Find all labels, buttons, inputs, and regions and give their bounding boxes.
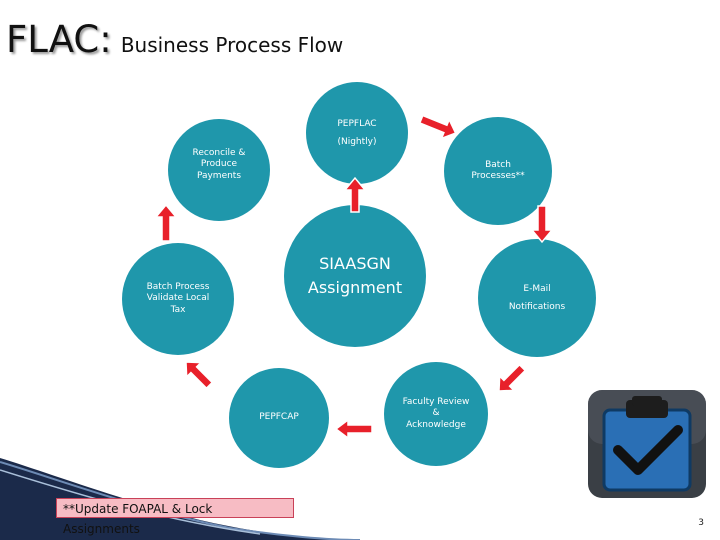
node-reconcile-label: Reconcile & Produce Payments: [192, 148, 246, 181]
slide-title: FLAC: Business Process Flow: [6, 18, 343, 61]
arrow-up-center-icon: [343, 176, 367, 213]
node-reconcile: Reconcile & Produce Payments: [168, 119, 270, 221]
node-batch-process-tax-label: Batch Process Validate Local Tax: [146, 282, 210, 315]
title-sub: Business Process Flow: [120, 33, 344, 57]
node-email-notifications: E-Mail Notifications: [478, 239, 596, 357]
arrow-right-icon: [418, 114, 457, 140]
title-main: FLAC:: [6, 18, 112, 61]
arrow-down-left-icon: [498, 363, 527, 392]
node-pepfcap-label: PEPFCAP: [259, 412, 299, 423]
node-batch-processes: Batch Processes**: [444, 117, 552, 225]
node-faculty-review: Faculty Review & Acknowledge: [384, 362, 488, 466]
page-number: 3: [698, 518, 704, 528]
clipboard-check-icon: [588, 390, 706, 498]
footer-note: **Update FOAPAL & Lock Assignments: [56, 498, 294, 536]
node-batch-process-tax: Batch Process Validate Local Tax: [122, 243, 234, 355]
node-siaasgn-label: SIAASGN Assignment: [307, 254, 403, 297]
arrow-left-icon: [334, 418, 373, 440]
arrow-up-icon: [154, 203, 178, 242]
node-pepfcap: PEPFCAP: [229, 368, 329, 468]
node-batch-processes-label: Batch Processes**: [471, 159, 525, 181]
node-pepflac-label: PEPFLAC (Nightly): [337, 119, 377, 147]
node-faculty-review-label: Faculty Review & Acknowledge: [402, 397, 470, 430]
node-pepflac: PEPFLAC (Nightly): [306, 82, 408, 184]
arrow-up-left-icon: [185, 361, 214, 390]
node-siaasgn: SIAASGN Assignment: [284, 205, 426, 347]
node-email-label: E-Mail Notifications: [508, 284, 566, 312]
arrow-down-icon: [530, 205, 554, 244]
